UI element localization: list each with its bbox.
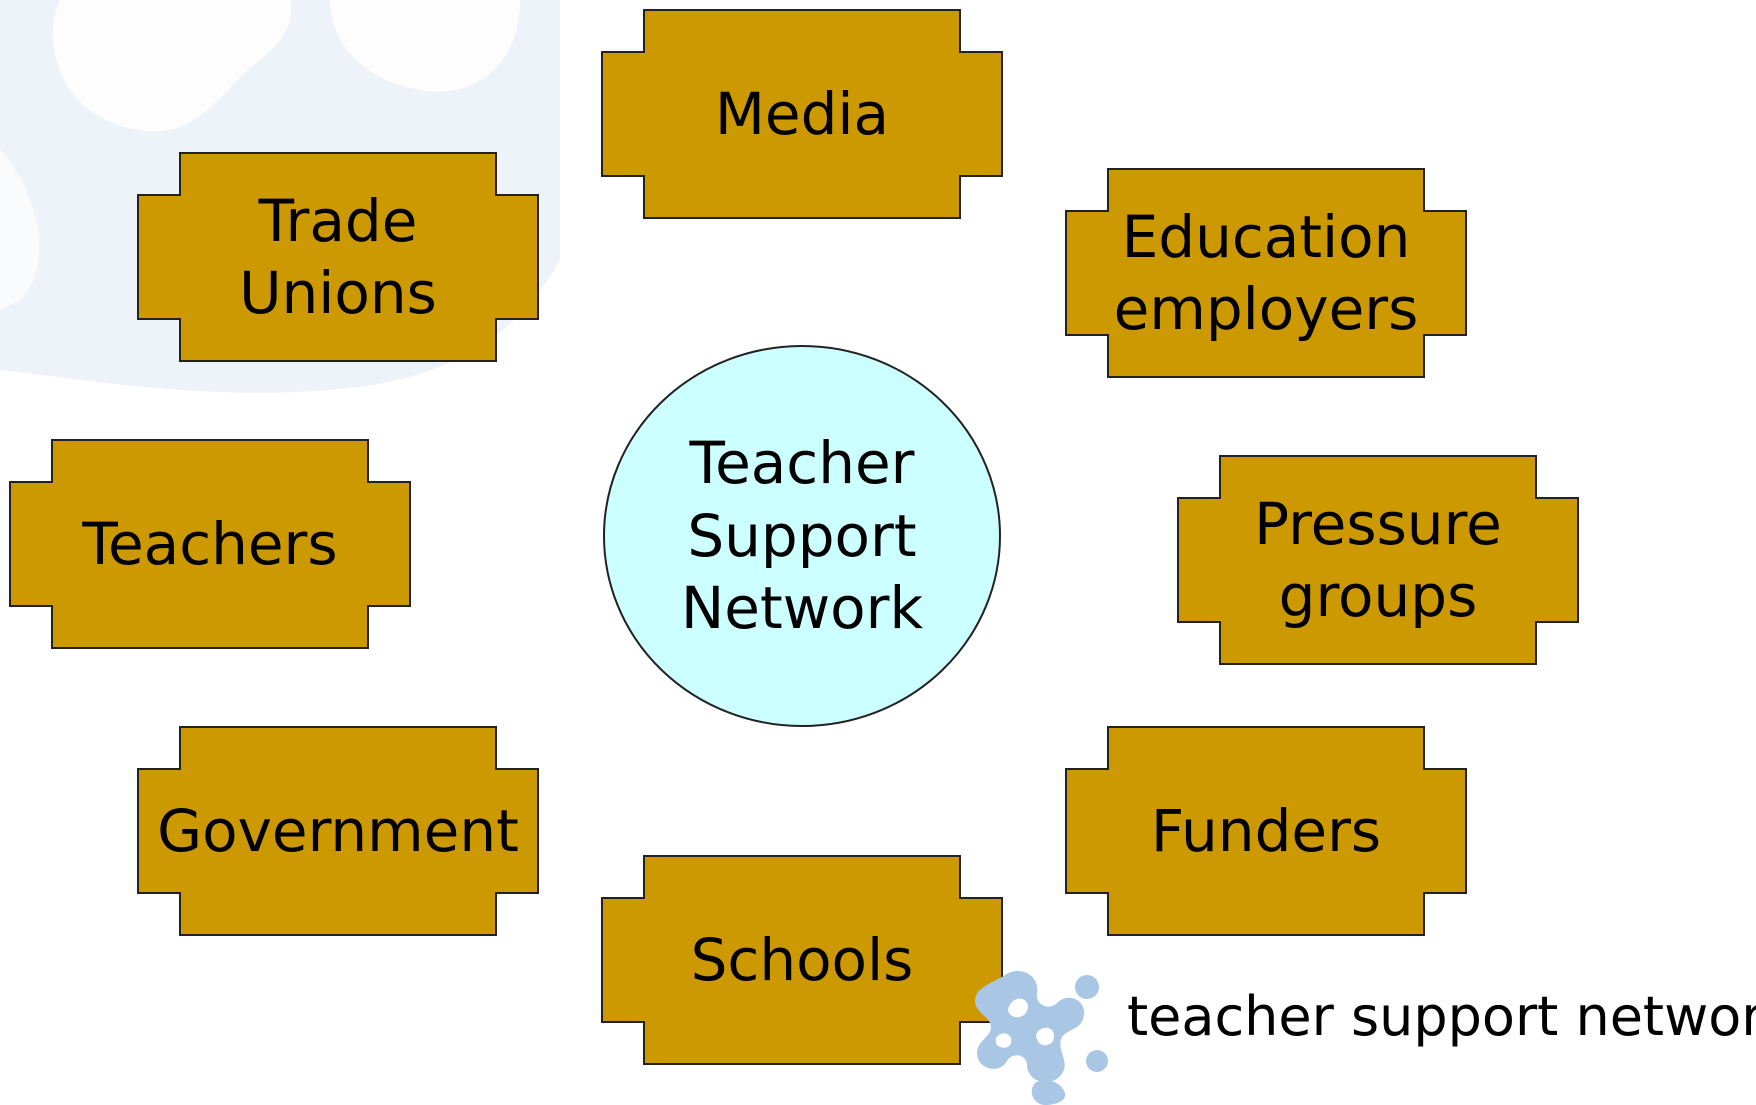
node-shape bbox=[1177, 455, 1579, 665]
node-education-employers: Education employers bbox=[1065, 168, 1467, 378]
node-label-teachers: Teachers bbox=[82, 509, 338, 578]
node-trade-unions: Trade Unions bbox=[137, 152, 539, 362]
node-pressure-groups: Pressure groups bbox=[1177, 455, 1579, 665]
center-node: Teacher Support Network bbox=[602, 344, 1002, 728]
node-shape bbox=[9, 439, 411, 649]
node-shape bbox=[601, 9, 1003, 219]
node-shape bbox=[137, 152, 539, 362]
node-shape bbox=[1065, 726, 1467, 936]
node-shape bbox=[137, 726, 539, 936]
node-teachers: Teachers bbox=[9, 439, 411, 649]
center-label: Teacher Support Network bbox=[680, 429, 924, 643]
node-label-schools: Schools bbox=[690, 925, 914, 994]
node-media: Media bbox=[601, 9, 1003, 219]
node-label-funders: Funders bbox=[1150, 796, 1382, 865]
brand-logo: teacher support network bbox=[965, 965, 1756, 1105]
puzzle-logo-icon bbox=[975, 971, 1108, 1105]
logo-text: teacher support network bbox=[1127, 985, 1756, 1048]
node-label-media: Media bbox=[714, 79, 890, 148]
node-schools: Schools bbox=[601, 855, 1003, 1065]
node-label-government: Government bbox=[157, 796, 519, 865]
node-government: Government bbox=[137, 726, 539, 936]
node-shape bbox=[601, 855, 1003, 1065]
center-circle bbox=[603, 345, 1001, 727]
node-shape bbox=[1065, 168, 1467, 378]
node-label-education-employers: Education employers bbox=[1113, 202, 1419, 344]
node-funders: Funders bbox=[1065, 726, 1467, 936]
node-label-trade-unions: Trade Unions bbox=[239, 186, 437, 328]
node-label-pressure-groups: Pressure groups bbox=[1254, 489, 1502, 631]
